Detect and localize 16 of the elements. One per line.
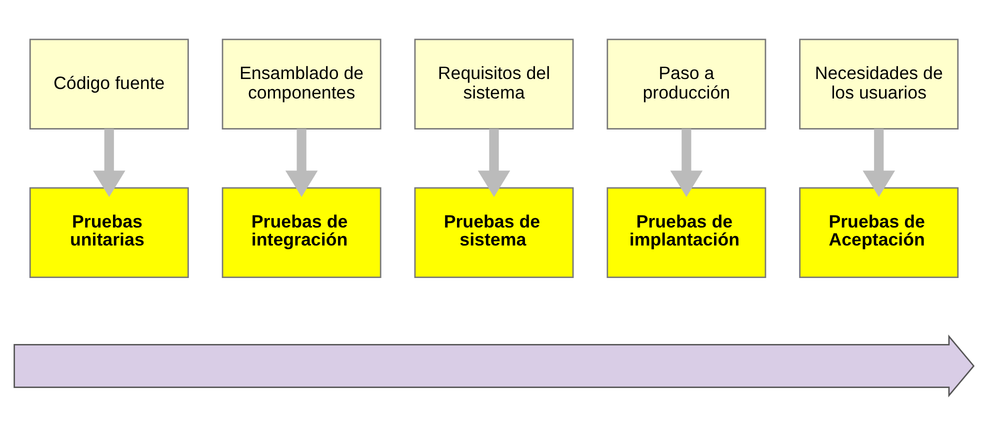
arrow [670,128,703,197]
node-box: Requisitos del sistema [414,38,574,130]
arrow [92,128,126,197]
node-box: Pruebas de integración [222,186,382,278]
node-box: Pruebas de sistema [414,186,574,278]
node-box: Necesidades de los usuarios [799,38,959,130]
node-box: Código fuente [29,38,189,130]
arrow [285,128,318,197]
node-box: Ensamblado de componentes [222,38,382,130]
node-box: Pruebas de implantación [606,186,766,278]
node-box: Paso a producción [606,38,766,130]
node-arrow [14,334,975,397]
node-box: Pruebas de Aceptación [799,186,959,278]
arrow [862,128,896,197]
node-box: Pruebas unitarias [29,186,189,278]
arrow [478,128,510,197]
